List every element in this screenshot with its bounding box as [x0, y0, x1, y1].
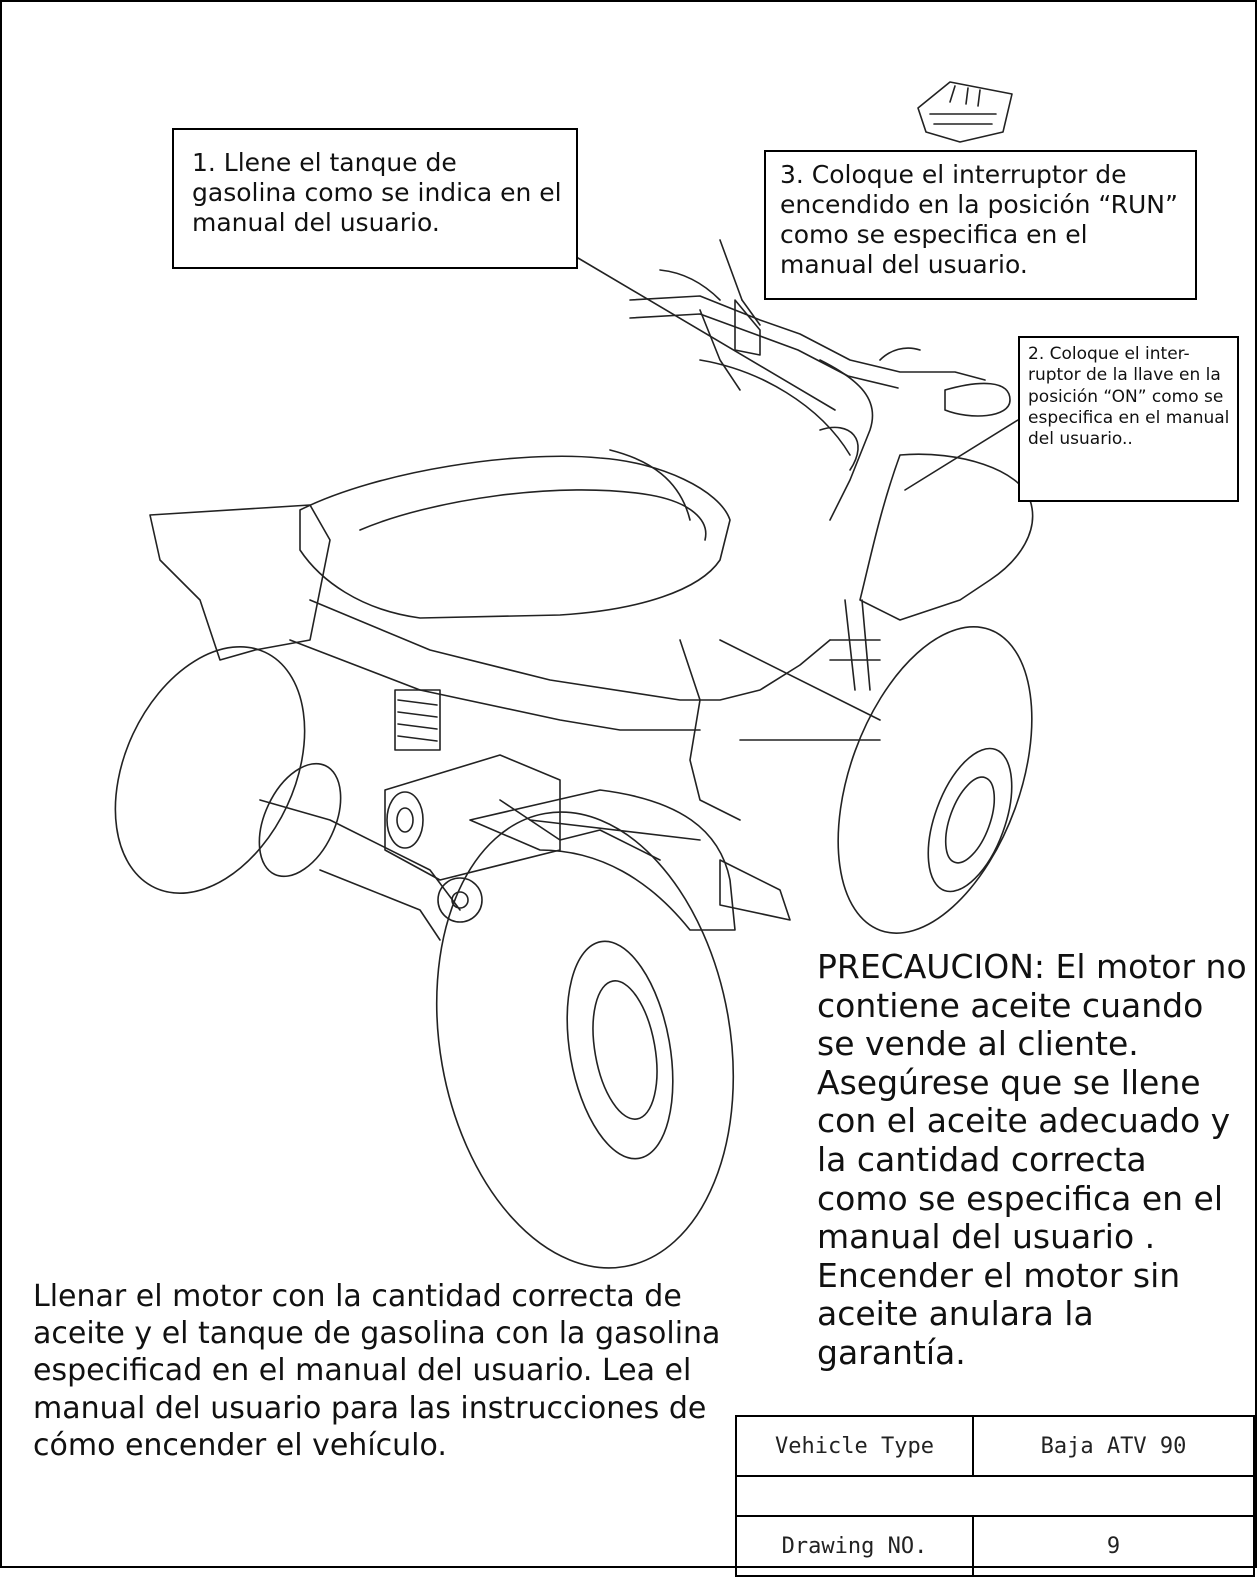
vehicle-type-label: Vehicle Type: [735, 1415, 974, 1477]
callout-step-3: 3. Coloque el interruptor de encendido e…: [764, 150, 1197, 300]
leader-line-3: [741, 299, 761, 326]
drawing-no-value: 9: [972, 1515, 1255, 1577]
callout-step-2: 2. Coloque el inter-ruptor de la llave e…: [1018, 336, 1239, 502]
vehicle-type-row: Vehicle Type Baja ATV 90: [735, 1415, 1255, 1477]
callout-step-1: 1. Llene el tanque de gasolina como se i…: [172, 128, 578, 269]
leader-line-2: [904, 419, 1019, 491]
blank-row: [735, 1475, 1255, 1517]
leader-line-1: [577, 257, 836, 411]
key-switch-detail: [917, 81, 1013, 143]
drawing-no-row: Drawing NO. 9: [735, 1515, 1255, 1577]
vehicle-type-value: Baja ATV 90: [972, 1415, 1255, 1477]
drawing-no-label: Drawing NO.: [735, 1515, 974, 1577]
caution-text: PRECAUCION: El motor no contiene aceite …: [817, 947, 1247, 1373]
spec-table: Vehicle Type Baja ATV 90 Drawing NO. 9: [735, 1415, 1255, 1577]
instructions-text: Llenar el motor con la cantidad correcta…: [33, 1279, 721, 1463]
blank-cell: [735, 1475, 1255, 1517]
